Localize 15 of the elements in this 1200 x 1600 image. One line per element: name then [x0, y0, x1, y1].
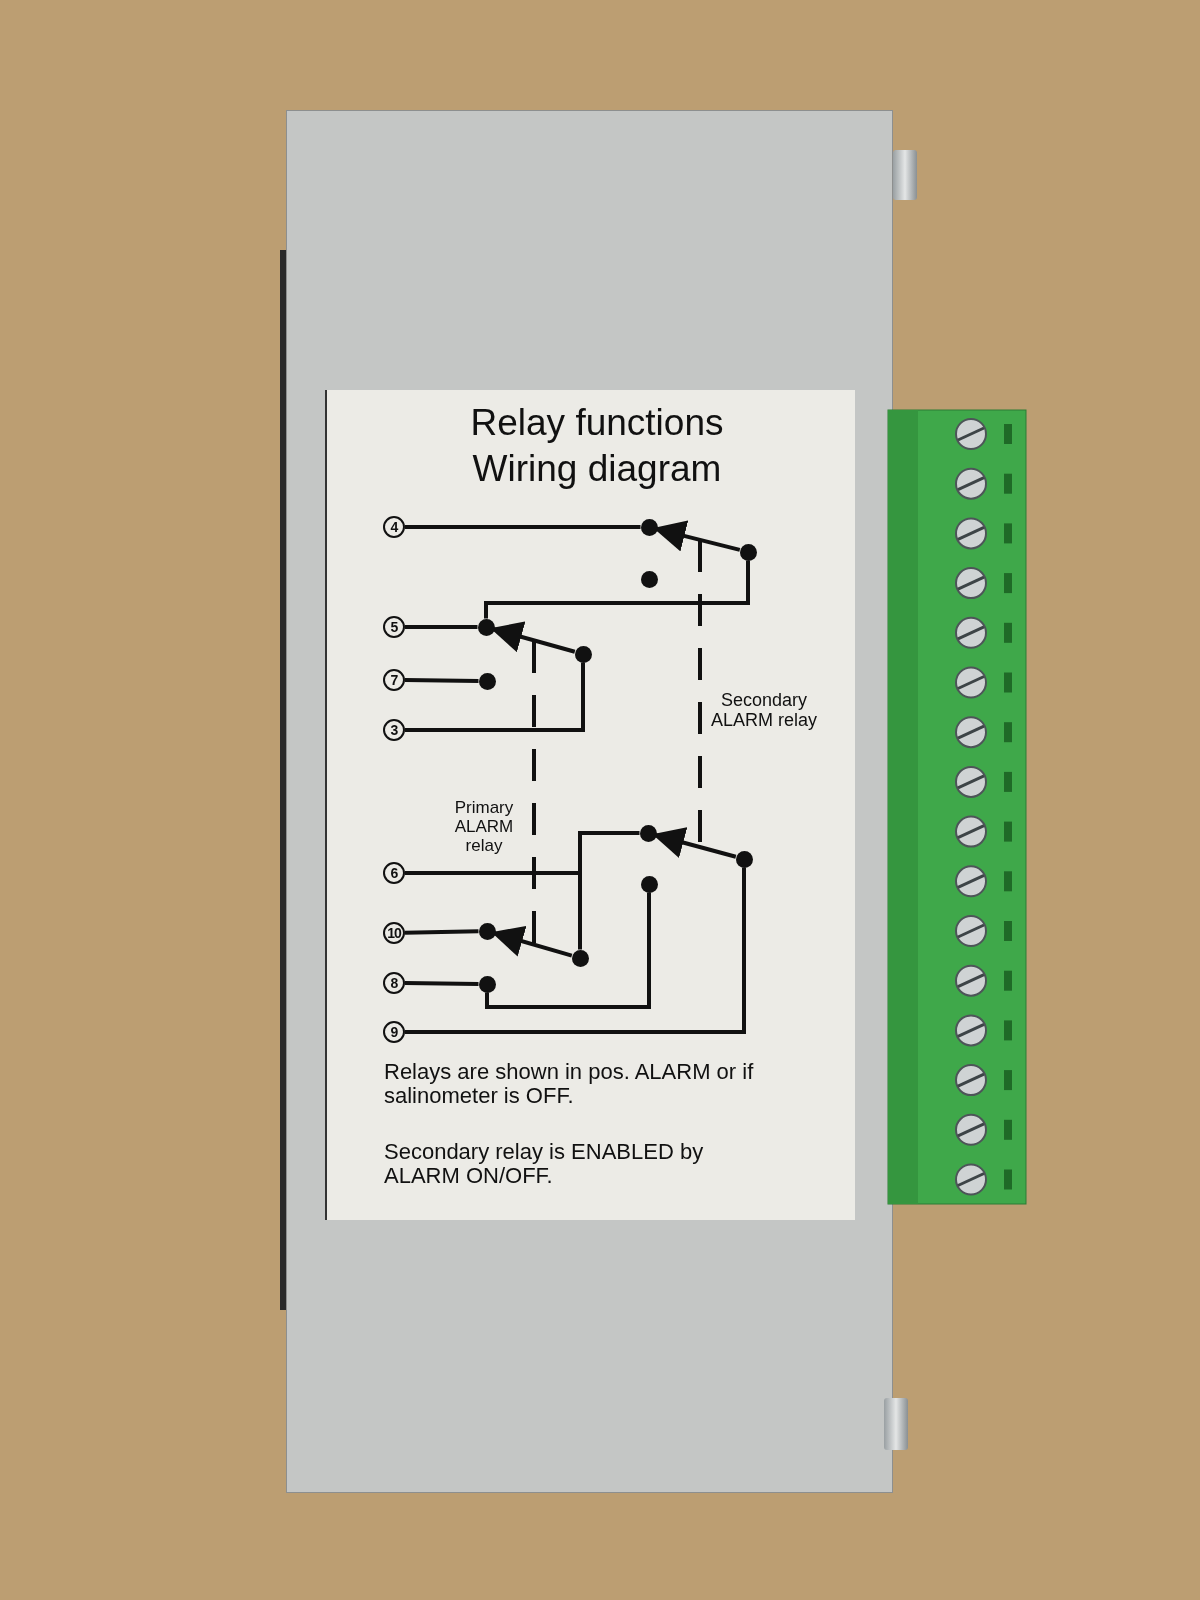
note-text: Secondary relay is ENABLED by ALARM ON/OFF.	[384, 1140, 705, 1188]
title: Relay functions Wiring diagram	[469, 401, 725, 491]
wire	[404, 678, 479, 683]
wire	[404, 929, 479, 935]
wire	[404, 981, 479, 986]
wire	[405, 871, 582, 950]
wire	[405, 662, 585, 732]
wire	[405, 625, 478, 629]
wire	[485, 892, 651, 1009]
relay-label: Secondary ALARM relay	[710, 690, 818, 730]
wire	[405, 867, 746, 1034]
wire	[405, 525, 641, 529]
wire	[484, 560, 750, 619]
relay-label: Primary ALARM relay	[453, 798, 515, 855]
note-text: Relays are shown in pos. ALARM or if salinometer is OFF.	[384, 1060, 755, 1108]
